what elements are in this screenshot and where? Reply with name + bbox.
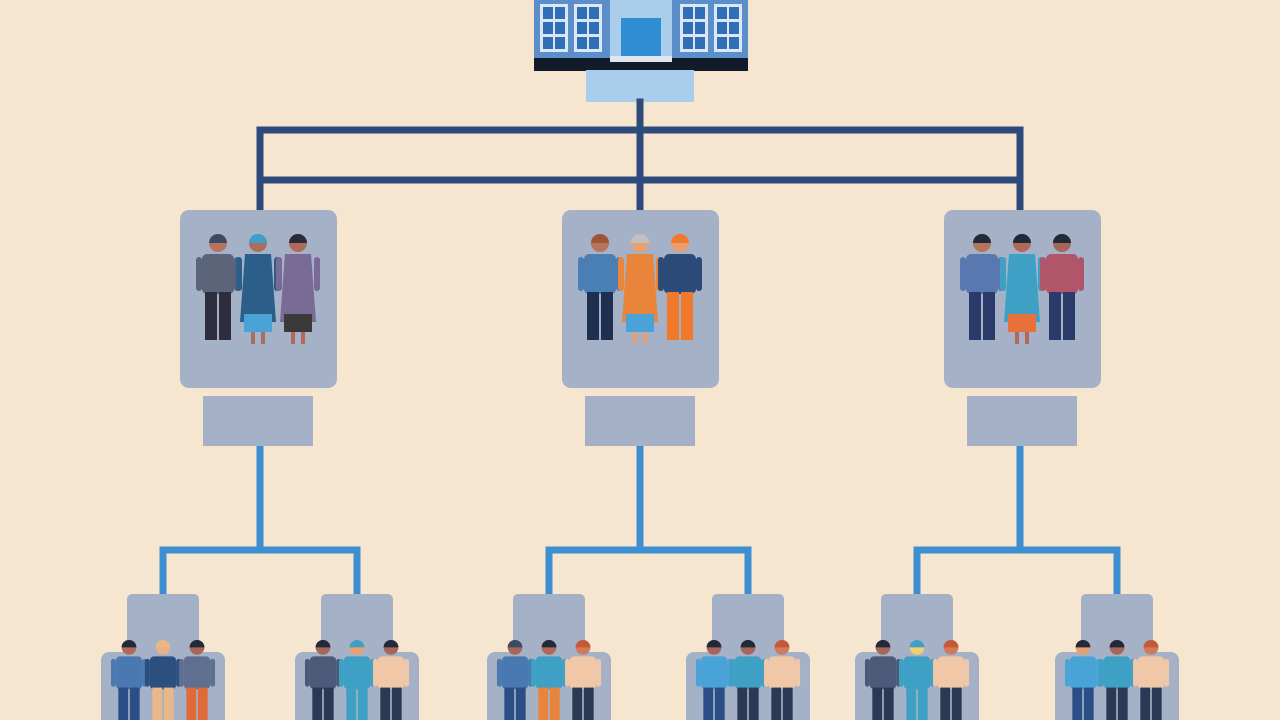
person-icon [276,234,320,344]
person-icon [763,640,801,720]
group-left-label-box [203,396,313,446]
group-cards [180,210,1101,446]
team-3-card [487,594,611,720]
team-6-card [1055,594,1179,720]
top-connectors [256,98,1024,216]
person-icon [1064,640,1102,720]
person-icon [564,640,602,720]
group-right-card [944,210,1101,388]
person-icon [618,234,662,344]
team-cards [101,594,1179,720]
group-center-card [562,210,719,388]
person-icon [178,640,216,720]
person-icon [1098,640,1136,720]
team-4-card [686,594,810,720]
person-icon [338,640,376,720]
person-icon [496,640,534,720]
person-icon [236,234,280,344]
person-icon [658,234,702,340]
person-icon [372,640,410,720]
group-right-label-box [967,396,1077,446]
person-icon [932,640,970,720]
team-1-card [101,594,225,720]
building-icon [534,0,748,102]
person-icon [729,640,767,720]
person-icon [196,234,240,340]
person-icon [110,640,148,720]
team-5-card [855,594,979,720]
group-center-label-box [585,396,695,446]
person-icon [695,640,733,720]
person-icon [960,234,1004,340]
person-icon [898,640,936,720]
group-left-card [180,210,337,388]
mid-connectors [159,442,1121,602]
person-icon [864,640,902,720]
person-icon [1040,234,1084,340]
person-icon [578,234,622,340]
person-icon [1132,640,1170,720]
person-icon [304,640,342,720]
person-icon [1000,234,1044,344]
team-2-card [295,594,419,720]
